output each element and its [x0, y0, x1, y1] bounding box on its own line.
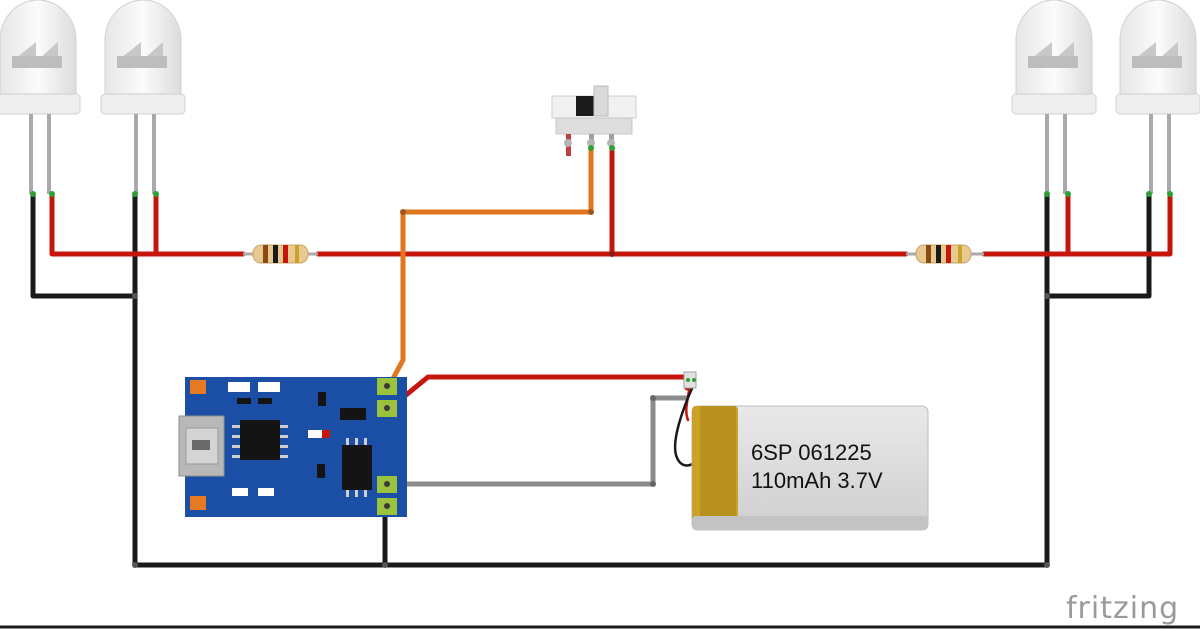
pad-bottom-left — [190, 496, 206, 510]
slide-switch — [551, 85, 637, 156]
resistor-1 — [243, 244, 318, 264]
led-2 — [100, 0, 186, 194]
chip-2 — [342, 445, 372, 490]
wire-orange — [386, 145, 594, 389]
led-3 — [1011, 0, 1097, 194]
wire-red-battery — [386, 374, 690, 412]
wire-red-right-leds — [981, 191, 1173, 257]
fritzing-watermark: fritzing — [1066, 591, 1179, 626]
wire-black-left-main — [132, 191, 1050, 568]
wire-joints — [30, 145, 1173, 568]
wire-gray — [386, 395, 689, 487]
led-4 — [1115, 0, 1200, 194]
resistor-2 — [906, 244, 984, 264]
led-1 — [0, 0, 81, 194]
wire-black-right-leds — [1044, 191, 1152, 299]
battery-label-line2: 110mAh 3.7V — [751, 468, 883, 493]
pad-top-left — [190, 380, 206, 394]
chip-1 — [240, 420, 280, 460]
lipo-battery: 6SP 061225 110mAh 3.7V — [683, 371, 929, 531]
charger-module — [178, 377, 407, 517]
wire-red-left-leds — [49, 191, 246, 257]
battery-lead-black — [673, 382, 699, 467]
wire-black-left-leds — [30, 191, 138, 299]
battery-label-line1: 6SP 061225 — [751, 440, 872, 465]
